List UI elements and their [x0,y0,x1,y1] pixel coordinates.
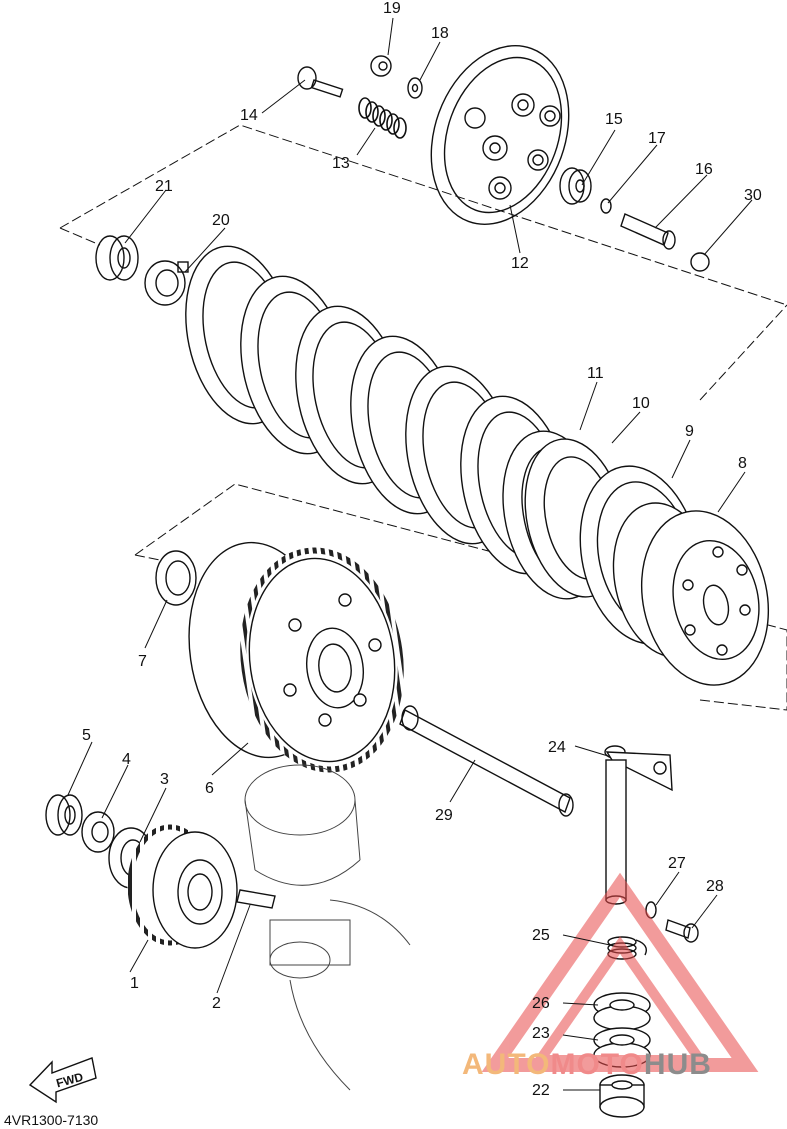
callout-4: 4 [122,751,131,768]
nut-5 [45,794,83,836]
fwd-label: FWD [55,1070,85,1091]
callout-14: 14 [240,107,258,124]
callout-8: 8 [738,455,747,472]
callout-2: 2 [212,995,221,1012]
callout-7: 7 [138,653,147,670]
leader-lines [67,17,753,1091]
push-rod-29 [399,705,574,817]
callout-29: 29 [435,807,453,824]
push-rod-16 [620,213,676,250]
callout-16: 16 [695,161,713,178]
bolt-28 [665,919,699,943]
group-outline-upper [59,124,787,401]
catalog-code: 4VR1300-7130 [4,1112,99,1128]
nut-21 [95,235,139,281]
callout-numbers: 1 2 3 4 5 6 7 8 9 10 11 12 13 14 15 16 1… [82,0,762,1099]
lock-washer-20 [144,260,189,306]
callout-22: 22 [532,1082,550,1099]
push-lever-24 [604,745,673,905]
lock-washer-4 [81,811,115,853]
ball-30 [690,252,710,272]
callout-3: 3 [160,771,169,788]
callout-17: 17 [648,130,666,147]
nut-15 [559,167,592,205]
callout-9: 9 [685,423,694,440]
callout-27: 27 [668,855,686,872]
callout-11: 11 [587,365,604,382]
watermark-part-hub: HUB [643,1048,712,1081]
callout-24: 24 [548,739,566,756]
callout-23: 23 [532,1025,550,1042]
watermark-part-auto: AUTO [462,1048,551,1081]
callout-21: 21 [155,178,173,195]
callout-19: 19 [383,0,401,17]
nut-19 [370,55,392,77]
crankshaft-outline [244,764,411,1091]
callout-20: 20 [212,212,230,229]
clutch-housing-6 [188,541,404,773]
callout-28: 28 [706,878,724,895]
oil-seal-26 [593,992,651,1031]
clutch-boss-8 [612,502,770,686]
callout-25: 25 [532,927,550,944]
callout-18: 18 [431,25,449,42]
bushing-22 [599,1074,645,1118]
spring-13 [358,97,407,139]
callout-6: 6 [205,780,214,797]
washer-18 [407,77,423,99]
bolt-14 [297,66,344,98]
circlip-7 [155,550,197,606]
fwd-arrow-icon: FWD [28,1057,97,1104]
callout-10: 10 [632,395,650,412]
watermark-text: AUTOMOTOHUB [462,1048,712,1082]
callout-26: 26 [532,995,550,1012]
key-2 [236,889,276,909]
callout-30: 30 [744,187,762,204]
callout-1: 1 [130,975,139,992]
callout-13: 13 [332,155,350,172]
watermark-triangle [481,872,759,1072]
callout-5: 5 [82,727,91,744]
callout-15: 15 [605,111,623,128]
callout-12: 12 [511,255,529,272]
o-ring-17 [600,198,612,214]
watermark-part-moto: MOTO [550,1048,644,1081]
primary-drive-gear-1 [127,824,238,949]
pressure-plate-12 [430,45,570,225]
